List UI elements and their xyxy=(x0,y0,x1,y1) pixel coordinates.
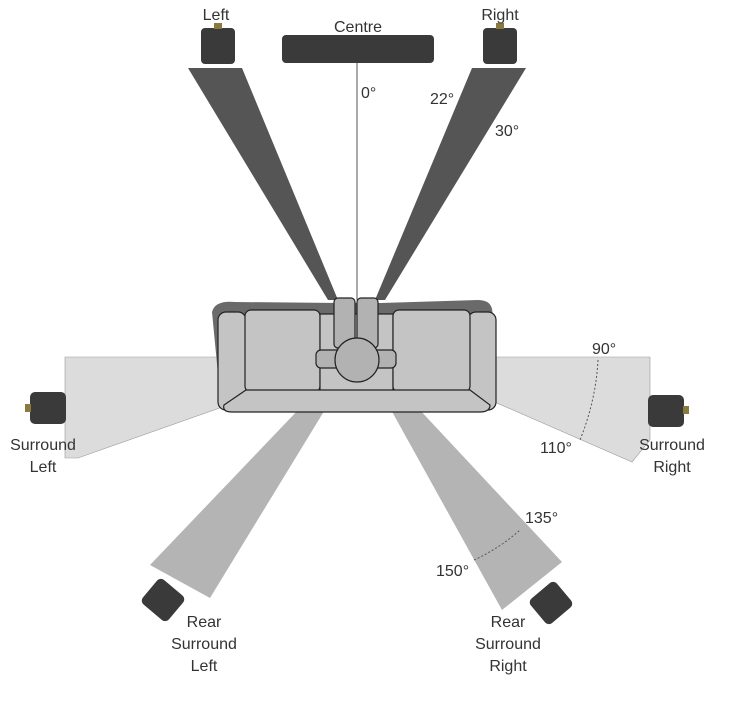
right-label: Right xyxy=(481,7,519,24)
surround-left-label: Surround Left xyxy=(10,437,76,476)
svg-text:Left: Left xyxy=(191,658,218,675)
svg-text:Surround: Surround xyxy=(475,636,541,653)
svg-text:Right: Right xyxy=(489,658,527,675)
listener xyxy=(315,297,397,383)
svg-text:Surround: Surround xyxy=(639,437,705,454)
angle-90-label: 90° xyxy=(592,341,616,358)
front-angle-arc xyxy=(459,99,493,117)
angle-0-label: 0° xyxy=(361,85,376,102)
rear-right-speaker xyxy=(529,581,573,625)
svg-text:Rear: Rear xyxy=(491,614,526,631)
rear-angle-arc xyxy=(473,529,521,561)
couch xyxy=(212,297,497,413)
left-speaker xyxy=(201,23,235,64)
centre-label: Centre xyxy=(334,19,382,36)
rear-right-beam xyxy=(390,408,562,610)
surround-left-beam xyxy=(64,356,229,459)
rear-left-speaker xyxy=(141,578,185,622)
angle-135-label: 135° xyxy=(525,510,558,527)
rear-surround-right-label: Rear Surround Right xyxy=(475,614,541,675)
angle-150-label: 150° xyxy=(436,563,469,580)
left-beam xyxy=(188,68,338,300)
left-label: Left xyxy=(203,7,230,24)
surround-right-speaker xyxy=(648,395,689,427)
svg-text:Surround: Surround xyxy=(171,636,237,653)
rear-left-beam xyxy=(150,408,326,598)
right-speaker xyxy=(483,23,517,64)
svg-text:Left: Left xyxy=(30,459,57,476)
svg-text:Surround: Surround xyxy=(10,437,76,454)
angle-30-label: 30° xyxy=(495,123,519,140)
centre-speaker xyxy=(282,35,434,63)
angle-110-label: 110° xyxy=(540,440,572,457)
right-beam xyxy=(375,68,526,300)
surround-angle-arc xyxy=(579,359,599,441)
svg-text:Rear: Rear xyxy=(187,614,222,631)
surround-left-speaker xyxy=(25,392,66,424)
angle-22-label: 22° xyxy=(430,91,454,108)
svg-text:Right: Right xyxy=(653,459,691,476)
rear-surround-left-label: Rear Surround Left xyxy=(171,614,237,675)
surround-right-label: Surround Right xyxy=(639,437,705,476)
